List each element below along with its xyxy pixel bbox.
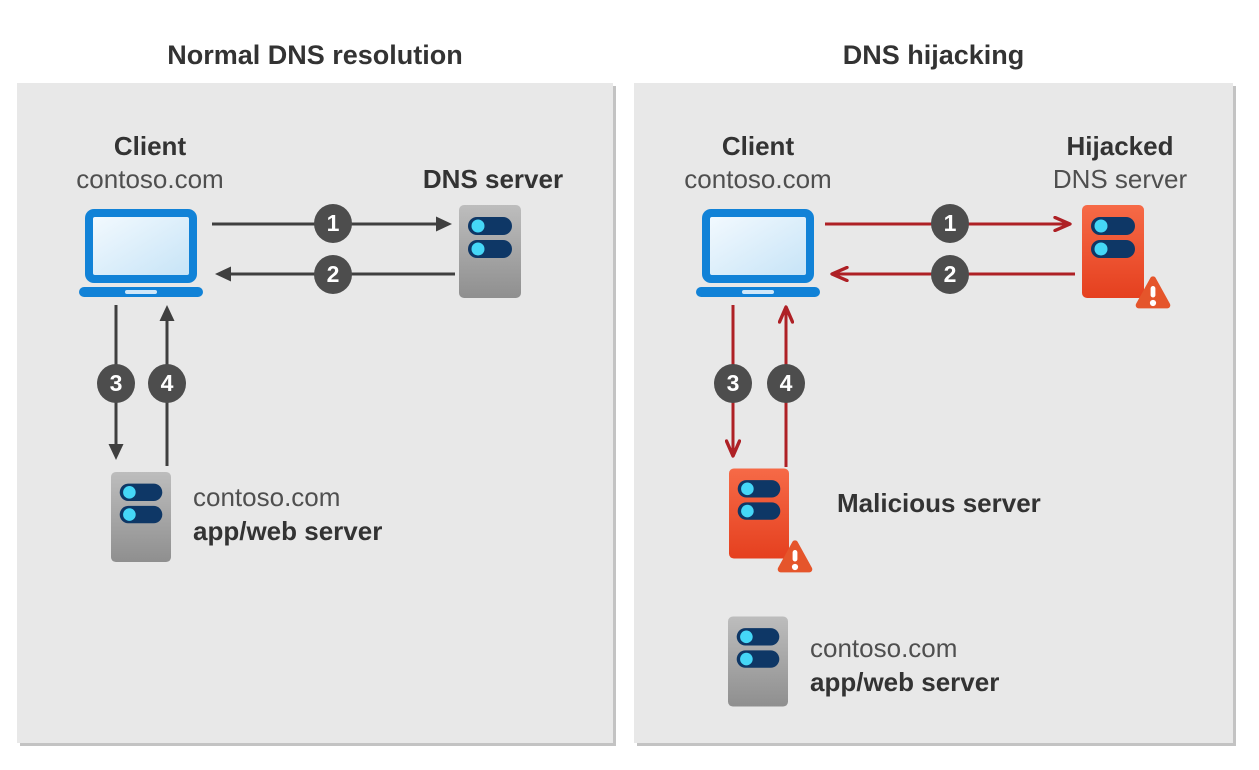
app-web-server-icon [728, 615, 788, 708]
app-web-server-label: contoso.com app/web server [810, 631, 999, 699]
warning-triangle-icon [775, 537, 815, 575]
dns-hijacking-panel: Client contoso.com Hijacked DNS server [634, 83, 1233, 743]
step-badge-2: 2 [314, 255, 352, 294]
dns-server-icon [459, 205, 521, 298]
app-web-server-icon [111, 471, 171, 563]
step-badge-2: 2 [931, 255, 969, 294]
client-name: Client [113, 131, 187, 161]
dns-server-label: DNS server [422, 164, 564, 194]
app-web-server-label: contoso.com app/web server [193, 480, 382, 548]
client-label: Client contoso.com [40, 130, 260, 196]
malicious-server-icon [729, 467, 789, 560]
step-badge-4: 4 [767, 364, 805, 403]
laptop-icon [696, 209, 820, 297]
warning-triangle-icon [1133, 273, 1173, 311]
app-server-role: app/web server [810, 667, 1000, 697]
client-label: Client contoso.com [648, 130, 868, 196]
step-badge-1: 1 [314, 204, 352, 243]
laptop-icon [79, 209, 203, 297]
client-domain: contoso.com [684, 164, 832, 194]
hijacked-dns-server-icon [1082, 205, 1144, 298]
app-server-domain: contoso.com [193, 482, 341, 512]
app-server-domain: contoso.com [810, 633, 958, 663]
step-badge-3: 3 [97, 364, 135, 403]
malicious-server-label: Malicious server [837, 488, 1041, 518]
step-badge-3: 3 [714, 364, 752, 403]
app-server-role: app/web server [193, 516, 383, 546]
step-badge-1: 1 [931, 204, 969, 243]
hijacked-dns-server-label: Hijacked DNS server [1052, 131, 1188, 194]
step-badge-4: 4 [148, 364, 186, 403]
client-name: Client [721, 131, 795, 161]
right-panel-title: DNS hijacking [842, 40, 1025, 70]
left-panel-title: Normal DNS resolution [167, 40, 463, 70]
client-domain: contoso.com [76, 164, 224, 194]
normal-dns-panel: Client contoso.com DNS server [17, 83, 613, 743]
